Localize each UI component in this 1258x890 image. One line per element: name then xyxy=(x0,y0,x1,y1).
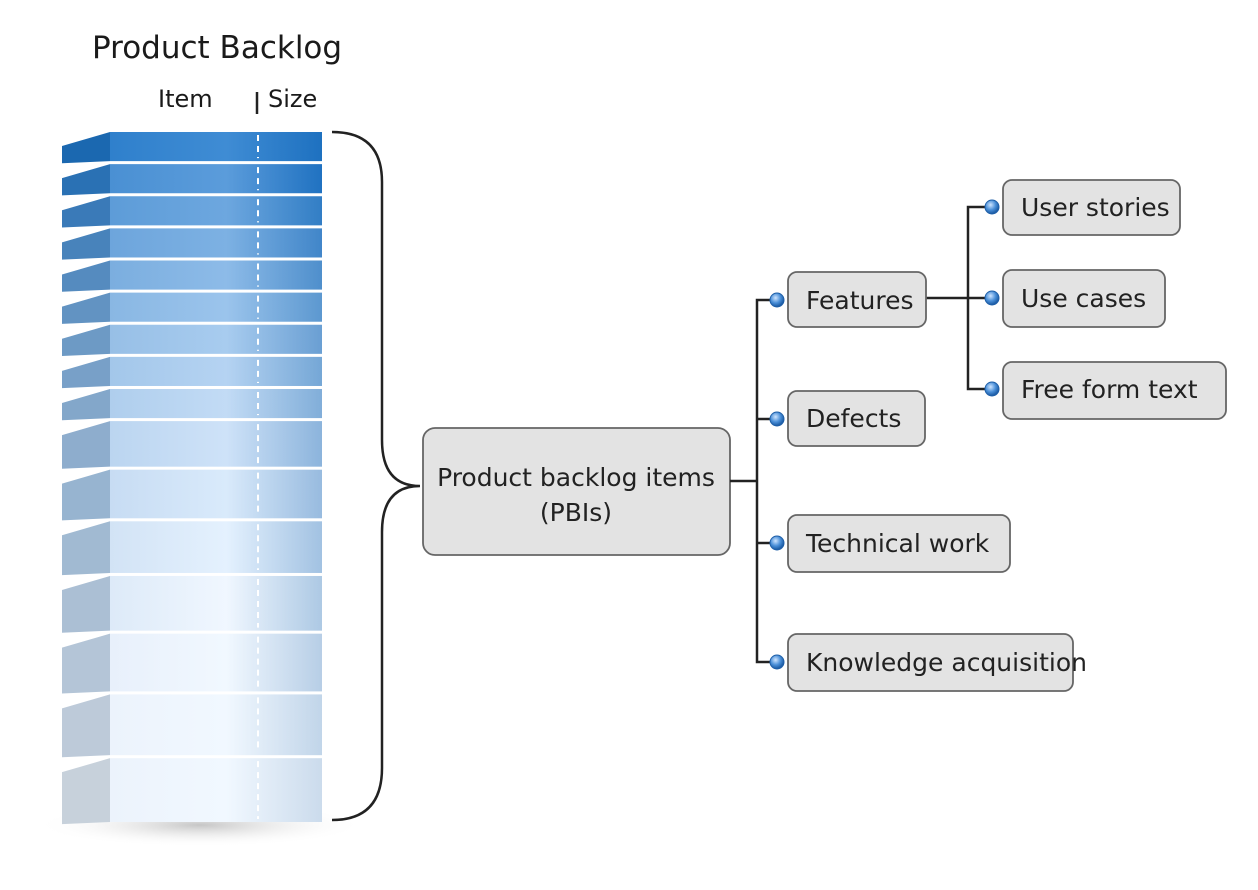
backlog-row xyxy=(62,164,322,196)
backlog-row-front xyxy=(110,292,322,322)
backlog-row-side xyxy=(62,521,110,576)
backlog-row xyxy=(62,388,322,421)
backlog-row-front xyxy=(110,324,322,354)
connector-dot xyxy=(769,292,785,308)
curly-brace xyxy=(331,130,421,822)
category-technical-work: Technical work xyxy=(769,514,1011,573)
pbi-box xyxy=(422,427,731,556)
backlog-row-side xyxy=(62,694,110,758)
backlog-row-front xyxy=(110,164,322,194)
backlog-row-front xyxy=(110,758,322,822)
backlog-row-front xyxy=(110,228,322,258)
backlog-row-side xyxy=(62,356,110,389)
backlog-row xyxy=(62,758,322,825)
technical-work-label: Technical work xyxy=(805,529,990,558)
backlog-row-side xyxy=(62,196,110,228)
backlog-row-front xyxy=(110,132,322,162)
connector-dot xyxy=(769,654,785,670)
connector-dot xyxy=(769,411,785,427)
features-box xyxy=(787,271,927,328)
backlog-row xyxy=(62,575,322,633)
backlog-row-side xyxy=(62,292,110,324)
connector-dot xyxy=(984,199,1000,215)
backlog-row-side xyxy=(62,324,110,356)
user-stories-box xyxy=(1002,179,1181,236)
backlog-row-side xyxy=(62,388,110,421)
column-item-label: Item xyxy=(158,85,213,113)
knowledge-acquisition-box xyxy=(787,633,1074,692)
backlog-row-front xyxy=(110,356,322,386)
backlog-row xyxy=(62,132,322,164)
defects-label: Defects xyxy=(806,404,901,433)
backlog-row-front xyxy=(110,469,322,519)
backlog-row xyxy=(62,324,322,356)
defects-box xyxy=(787,390,926,447)
backlog-row xyxy=(62,421,322,469)
backlog-row-side xyxy=(62,164,110,196)
backlog-row-side xyxy=(62,758,110,825)
backlog-row xyxy=(62,228,322,260)
features-label: Features xyxy=(806,286,914,315)
connector-dot xyxy=(769,535,785,551)
user-stories-label: User stories xyxy=(1021,193,1170,222)
use-cases-box xyxy=(1002,269,1166,328)
backlog-row-side xyxy=(62,469,110,521)
category-defects: Defects xyxy=(769,390,926,447)
backlog-row-side xyxy=(62,260,110,292)
feature-free-form-text: Free form text xyxy=(984,361,1227,420)
backlog-title: Product Backlog xyxy=(92,30,342,66)
backlog-row-front xyxy=(110,521,322,573)
backlog-row-front xyxy=(110,196,322,226)
backlog-row-side xyxy=(62,132,110,164)
backlog-row-side xyxy=(62,633,110,694)
column-size-label: Size xyxy=(268,85,317,113)
pbi-box-line1: Product backlog items xyxy=(437,463,715,492)
backlog-row-front xyxy=(110,260,322,290)
feature-use-cases: Use cases xyxy=(984,269,1166,328)
backlog-row-front xyxy=(110,633,322,692)
free-form-text-box xyxy=(1002,361,1227,420)
backlog-row xyxy=(62,356,322,389)
category-knowledge-acquisition: Knowledge acquisition xyxy=(769,633,1087,692)
technical-work-box xyxy=(787,514,1011,573)
backlog-row xyxy=(62,196,322,228)
backlog-row xyxy=(62,694,322,758)
connector-categories xyxy=(755,298,777,664)
pbi-box-line2: (PBIs) xyxy=(540,498,612,527)
backlog-row-front xyxy=(110,694,322,756)
backlog-row-front xyxy=(110,575,322,631)
knowledge-acquisition-label: Knowledge acquisition xyxy=(806,648,1087,677)
backlog-row xyxy=(62,292,322,324)
backlog-row-side xyxy=(62,575,110,633)
feature-user-stories: User stories xyxy=(984,179,1181,236)
backlog-row-side xyxy=(62,421,110,469)
backlog-row-front xyxy=(110,388,322,419)
backlog-row xyxy=(62,469,322,521)
free-form-text-label: Free form text xyxy=(1021,375,1198,404)
connector-dot xyxy=(984,290,1000,306)
backlog-stack xyxy=(62,132,322,825)
backlog-row-side xyxy=(62,228,110,260)
connector-dot xyxy=(984,381,1000,397)
category-features: Features xyxy=(769,271,927,328)
use-cases-label: Use cases xyxy=(1021,284,1146,313)
backlog-row xyxy=(62,521,322,576)
backlog-row-front xyxy=(110,421,322,467)
backlog-row xyxy=(62,633,322,694)
backlog-row xyxy=(62,260,322,292)
